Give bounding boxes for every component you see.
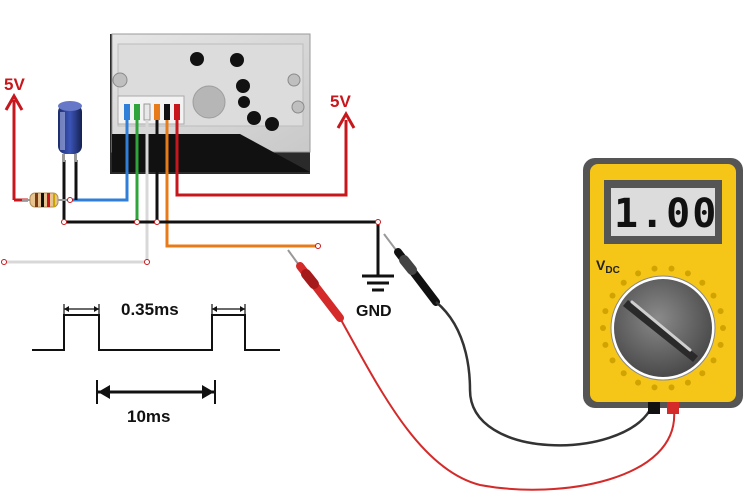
capacitor [58,101,82,162]
dial-dot [651,265,658,272]
red-probe-grip [301,269,319,289]
resistor [22,192,70,208]
wire-orange [165,120,318,248]
right-power-supply: 5V [330,92,356,129]
v-jack[interactable] [667,402,679,414]
resistor-band [53,193,55,207]
arrow-up-icon [4,92,24,111]
label-5v-right: 5V [330,92,351,111]
junction-point [134,219,140,225]
pulse-width-marker-left [63,304,100,314]
black-lead-cable [435,301,652,447]
module-bottom-shadow [112,134,310,172]
dial-dot [668,384,675,391]
wire-blue [70,120,129,202]
red-probe [287,249,676,491]
knob-pointer [623,300,698,362]
dial-dot [684,379,691,386]
pin-4 [154,104,160,120]
mount-hole-right [291,100,305,114]
pin-2 [134,104,140,120]
capacitor-lead [74,154,77,162]
pin-1 [124,104,130,120]
sensor-hole [265,117,279,131]
dial-dot [717,308,724,315]
dial-dot [609,357,616,364]
multimeter: 1.00 VDC [583,158,743,414]
black-probe [383,233,652,447]
dial-dot [600,325,606,331]
wire-end-point [144,259,150,265]
dial-dot [620,279,627,286]
period-arrowheads [98,385,214,399]
dust-sensor-module [110,33,311,174]
dial-dot [717,341,724,348]
black-probe-grip [399,255,417,275]
dial-dot [635,379,642,386]
dial-dot [635,270,642,277]
pin-6 [174,104,180,120]
dial-dot [720,325,726,331]
junction-point [67,197,73,203]
wire-ground-bus [64,220,380,275]
capacitor-stripe [60,112,65,150]
sensor-hole [238,96,250,108]
com-jack[interactable] [648,402,660,414]
label-period: 10ms [127,407,170,426]
dial-dot [710,357,717,364]
wire-end-point [1,259,7,265]
mode-label: VDC [596,257,620,276]
dial-dot [602,308,609,315]
capacitor-lead [62,154,65,162]
sensor-hole [190,52,204,66]
resistor-band [47,193,50,207]
lcd-screen [611,188,715,236]
wire-end-point [315,243,321,249]
arrow-up-icon [336,110,356,129]
left-power-supply: 5V [4,75,28,202]
dial-dot [710,292,717,299]
label-pulse-width: 0.35ms [121,300,179,319]
dial-dot [699,370,706,377]
mount-hole-left [112,72,128,88]
resistor-band [41,193,44,207]
pin-5 [164,104,170,120]
resistor-band [35,193,38,207]
dial-dot [620,370,627,377]
capacitor-top [58,101,82,111]
dial-dots [600,265,726,391]
pin-3 [143,103,151,121]
dial-dot [651,384,658,391]
pulse-waveform [32,314,280,351]
junction-point [154,219,160,225]
dial-dot [684,270,691,277]
mount-hole-top-right [287,73,301,87]
period-marker-ends [96,380,216,404]
label-ground: GND [356,303,392,320]
sensor-hole [247,111,261,125]
knob-highlight [630,300,692,352]
red-lead-cable [339,317,676,491]
sensor-lens [192,85,226,119]
sensor-hole [230,53,244,67]
dial-dot [668,265,675,272]
timing-diagram: 0.35ms 10ms [32,300,280,426]
sensor-hole [236,79,250,93]
label-5v-left: 5V [4,75,25,94]
wire-red-5v-right [175,120,348,197]
junction-point [375,219,381,225]
mode-label-main: V [596,257,606,273]
lcd-reading: 1.00 [614,191,718,237]
mode-label-sub: DC [605,265,619,276]
dial-dot [602,341,609,348]
dial-dot [609,292,616,299]
ground-symbol: GND [356,274,394,320]
sensor-wires [4,120,380,275]
junction-point [61,219,67,225]
dial-dot [699,279,706,286]
